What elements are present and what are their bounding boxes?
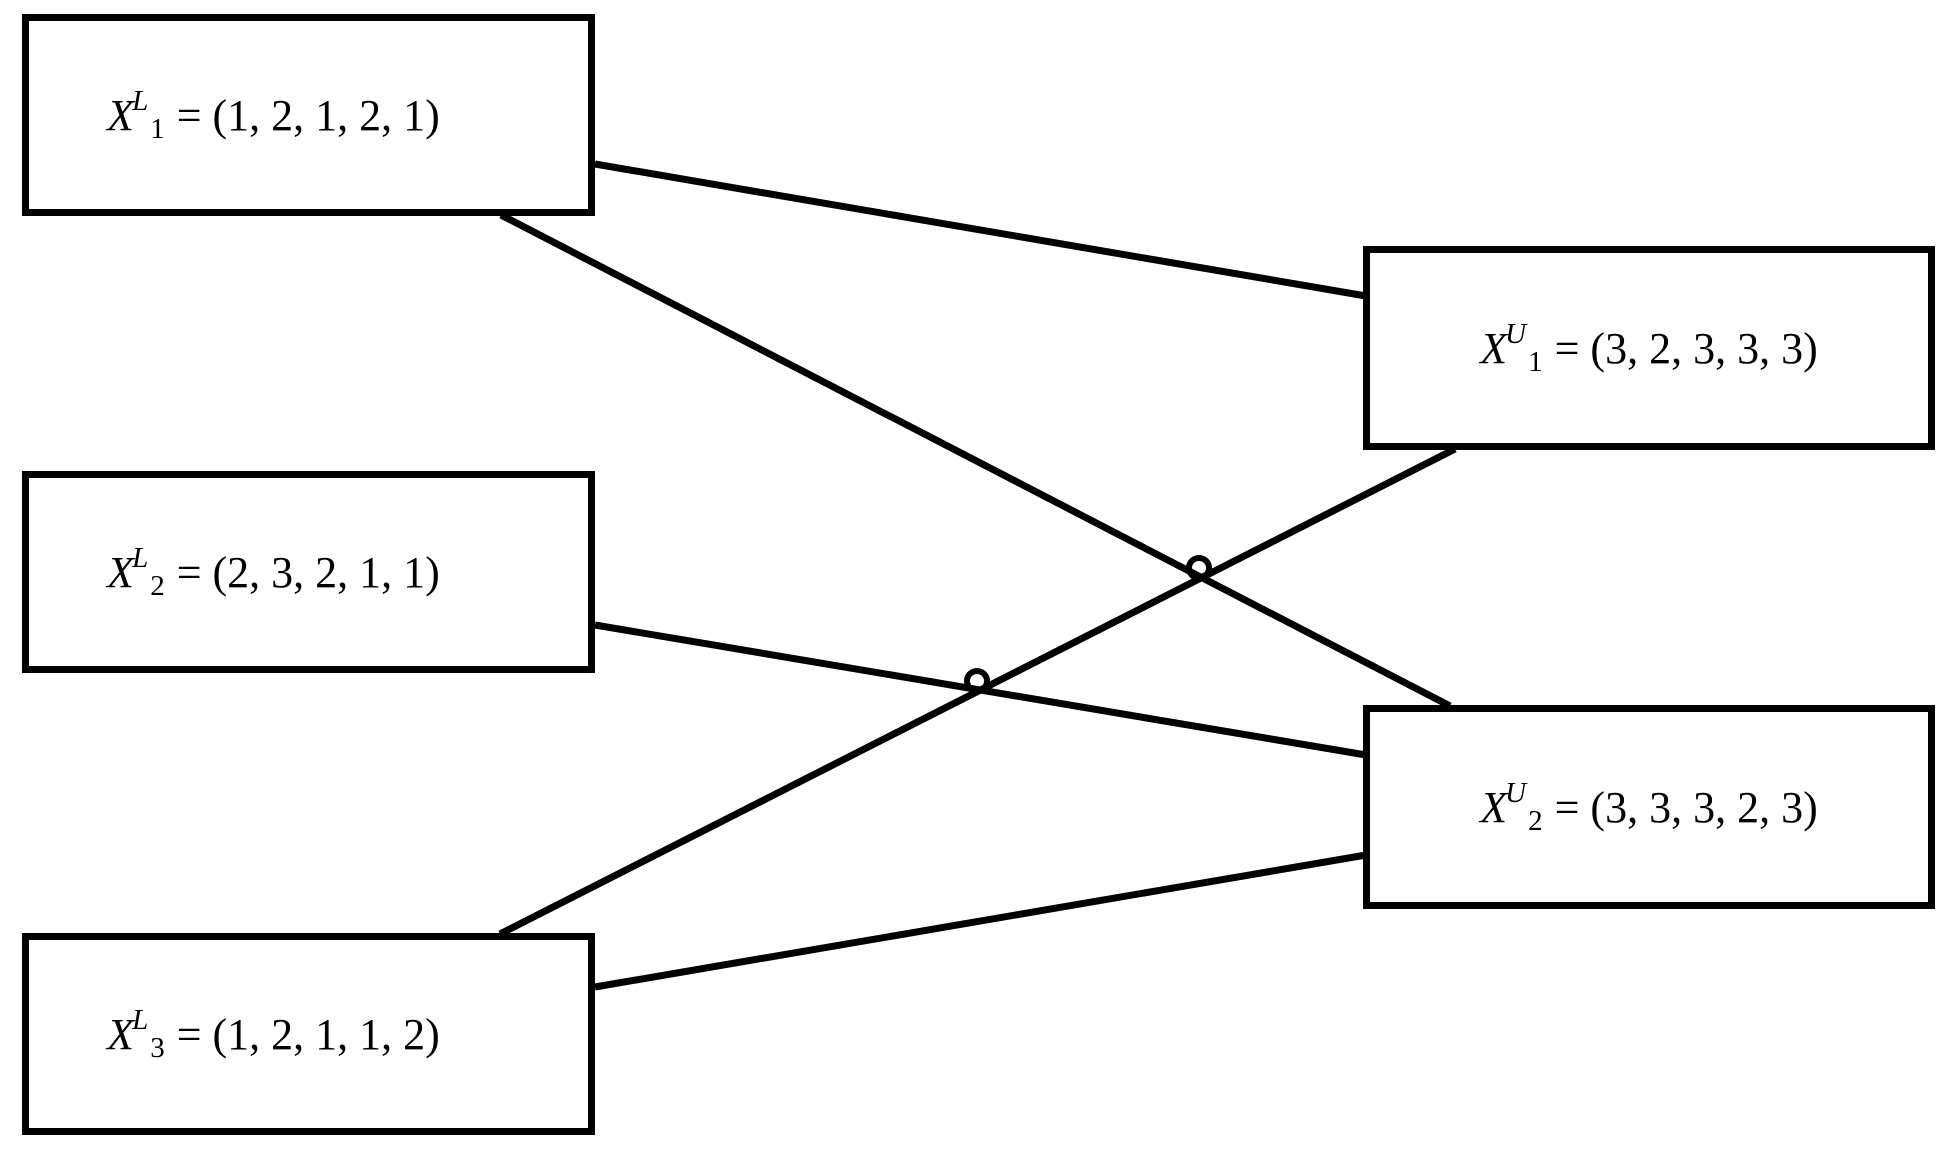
node-XU2: XU2= (3, 3, 3, 2, 3) (1363, 705, 1935, 909)
line-crossing-hop-icon (1186, 555, 1212, 581)
node-XU2-label: XU2= (3, 3, 3, 2, 3) (1480, 776, 1818, 837)
node-XL3-label: XL3= (1, 2, 1, 1, 2) (107, 1003, 440, 1064)
node-XL2-label: XL2= (2, 3, 2, 1, 1) (107, 541, 440, 602)
node-XL3: XL3= (1, 2, 1, 1, 2) (22, 933, 595, 1135)
edge-XL3-XU2 (594, 851, 1367, 991)
edge-XL1-XU1 (594, 160, 1367, 300)
node-XU1: XU1= (3, 2, 3, 3, 3) (1363, 246, 1935, 450)
line-crossing-hop-icon (964, 668, 990, 694)
node-XL1-label: XL1= (1, 2, 1, 2, 1) (107, 84, 440, 145)
node-XL2: XL2= (2, 3, 2, 1, 1) (22, 471, 595, 673)
node-XU1-label: XU1= (3, 2, 3, 3, 3) (1480, 317, 1818, 378)
edge-XL1-XU2 (499, 211, 1452, 710)
node-XL1: XL1= (1, 2, 1, 2, 1) (22, 14, 595, 216)
